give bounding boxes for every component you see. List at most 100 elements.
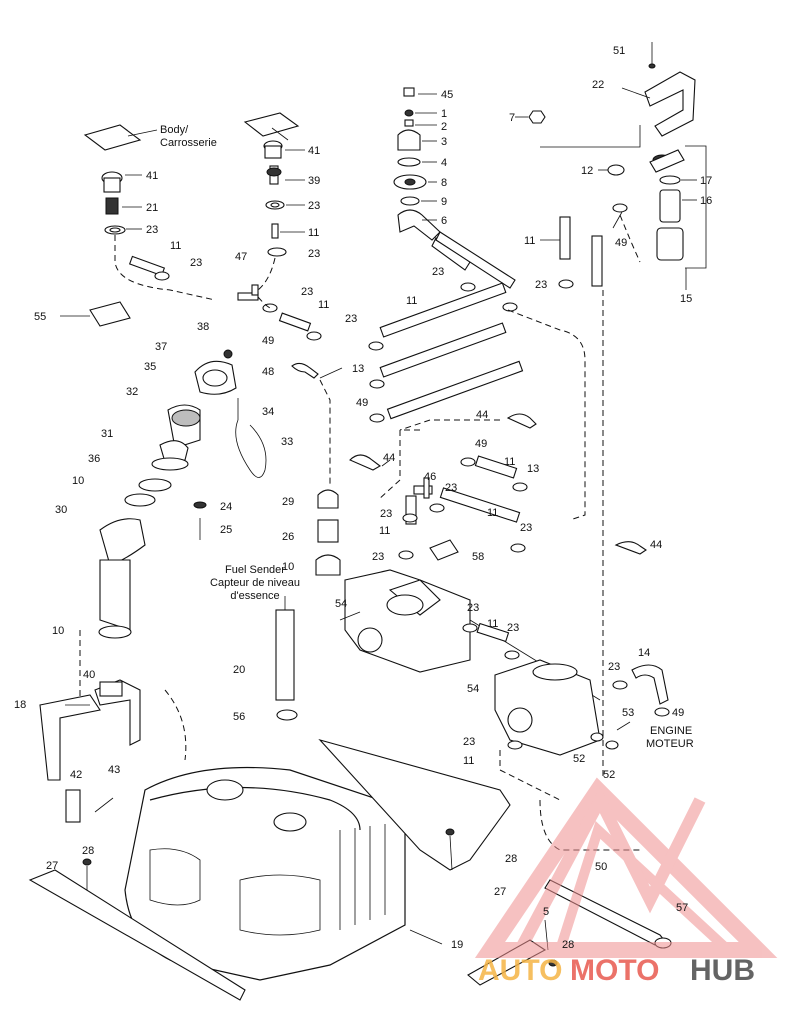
callout-56: 56 bbox=[233, 711, 245, 723]
fuel-tank bbox=[28, 738, 640, 1001]
callout-16: 16 bbox=[700, 195, 712, 207]
callout-23c: 23 bbox=[308, 200, 320, 212]
callout-48: 48 bbox=[262, 366, 274, 378]
callout-51: 51 bbox=[613, 45, 625, 57]
callout-10c: 10 bbox=[52, 625, 64, 637]
callout-58: 58 bbox=[472, 551, 484, 563]
callout-42: 42 bbox=[70, 769, 82, 781]
callout-49a: 49 bbox=[615, 237, 627, 249]
callout-37: 37 bbox=[155, 341, 167, 353]
callout-49e: 49 bbox=[672, 707, 684, 719]
callout-54b: 54 bbox=[467, 683, 479, 695]
callout-23i: 23 bbox=[380, 508, 392, 520]
callout-12: 12 bbox=[581, 165, 593, 177]
callout-49d: 49 bbox=[475, 438, 487, 450]
engine-label: ENGINE bbox=[650, 725, 692, 737]
callout-44c: 44 bbox=[650, 539, 662, 551]
center-hose-assembly bbox=[291, 282, 586, 561]
callout-23g: 23 bbox=[345, 313, 357, 325]
callout-27b: 27 bbox=[494, 886, 506, 898]
svg-text:HUB: HUB bbox=[690, 954, 755, 987]
capteur-label-2: d'essence bbox=[230, 590, 279, 602]
callout-52a: 52 bbox=[573, 753, 585, 765]
callout-23e: 23 bbox=[308, 248, 320, 260]
svg-text:AUTO: AUTO bbox=[478, 954, 562, 987]
filter-bracket-assembly bbox=[540, 42, 707, 290]
callout-23-top: 23 bbox=[432, 266, 444, 278]
callout-13a: 13 bbox=[352, 363, 364, 375]
callout-9: 9 bbox=[441, 196, 447, 208]
body-label: Body/ bbox=[160, 124, 189, 136]
callout-23j: 23 bbox=[520, 522, 532, 534]
callout-54a: 54 bbox=[335, 598, 347, 610]
callout-23a: 23 bbox=[535, 279, 547, 291]
callout-4: 4 bbox=[441, 157, 447, 169]
callout-23k: 23 bbox=[372, 551, 384, 563]
callout-23b: 23 bbox=[146, 224, 158, 236]
callout-23l: 23 bbox=[467, 602, 479, 614]
callout-8: 8 bbox=[441, 177, 447, 189]
svg-text:MOTO: MOTO bbox=[570, 954, 659, 987]
callout-1: 1 bbox=[441, 108, 447, 120]
callout-11i: 11 bbox=[487, 618, 498, 630]
callout-5: 5 bbox=[543, 906, 549, 918]
callout-49c: 49 bbox=[356, 397, 368, 409]
callout-52b: 52 bbox=[603, 769, 615, 781]
callout-15: 15 bbox=[680, 293, 692, 305]
callout-7: 7 bbox=[509, 112, 515, 124]
callout-11a: 11 bbox=[524, 235, 535, 247]
callout-13b: 13 bbox=[527, 463, 539, 475]
callout-44b: 44 bbox=[383, 452, 395, 464]
carburetor-assembly bbox=[339, 569, 631, 801]
capteur-label-1: Capteur de niveau bbox=[210, 577, 300, 589]
callout-10b: 10 bbox=[282, 561, 294, 573]
callout-47: 47 bbox=[235, 251, 247, 263]
callout-2: 2 bbox=[441, 121, 447, 133]
callout-11c: 11 bbox=[308, 227, 319, 239]
callout-23d: 23 bbox=[190, 257, 202, 269]
callout-29: 29 bbox=[282, 496, 294, 508]
carrosserie-label: Carrosserie bbox=[160, 137, 217, 149]
callout-22: 22 bbox=[592, 79, 604, 91]
callout-17: 17 bbox=[700, 175, 712, 187]
callout-44a: 44 bbox=[476, 409, 488, 421]
callout-34: 34 bbox=[262, 406, 274, 418]
watermark-logo bbox=[474, 777, 778, 958]
callout-55: 55 bbox=[34, 311, 46, 323]
callout-23f: 23 bbox=[301, 286, 313, 298]
callout-35: 35 bbox=[144, 361, 156, 373]
callout-24: 24 bbox=[220, 501, 232, 513]
callout-23n: 23 bbox=[608, 661, 620, 673]
callout-27a: 27 bbox=[46, 860, 58, 872]
callout-28c: 28 bbox=[562, 939, 574, 951]
callout-11j: 11 bbox=[463, 755, 474, 767]
callout-41a: 41 bbox=[146, 170, 158, 182]
callout-39: 39 bbox=[308, 175, 320, 187]
callout-41b: 41 bbox=[308, 145, 320, 157]
callout-25: 25 bbox=[220, 524, 232, 536]
callout-57: 57 bbox=[676, 902, 688, 914]
callout-28b: 28 bbox=[505, 853, 517, 865]
tank-strap-assembly bbox=[39, 679, 141, 823]
fuel-sender-label: Fuel Sender bbox=[225, 564, 285, 576]
fuel-valve-assembly bbox=[393, 87, 574, 312]
callout-11h: 11 bbox=[379, 525, 390, 537]
callout-11g: 11 bbox=[487, 507, 498, 519]
callout-14: 14 bbox=[638, 647, 650, 659]
callout-19: 19 bbox=[451, 939, 463, 951]
callout-38: 38 bbox=[197, 321, 209, 333]
callout-10a: 10 bbox=[72, 475, 84, 487]
callout-6: 6 bbox=[441, 215, 447, 227]
callout-23h: 23 bbox=[445, 482, 457, 494]
callout-numbers: 51 22 45 1 2 3 4 8 9 6 7 12 17 16 11 49 … bbox=[14, 45, 712, 951]
watermark-text: AUTO MOTO HUB bbox=[478, 954, 755, 987]
callout-28a: 28 bbox=[82, 845, 94, 857]
callout-26: 26 bbox=[282, 531, 294, 543]
callout-43: 43 bbox=[108, 764, 120, 776]
callout-23o: 23 bbox=[463, 736, 475, 748]
callout-20: 20 bbox=[233, 664, 245, 676]
callout-40: 40 bbox=[83, 669, 95, 681]
callout-50: 50 bbox=[595, 861, 607, 873]
callout-49b: 49 bbox=[262, 335, 274, 347]
